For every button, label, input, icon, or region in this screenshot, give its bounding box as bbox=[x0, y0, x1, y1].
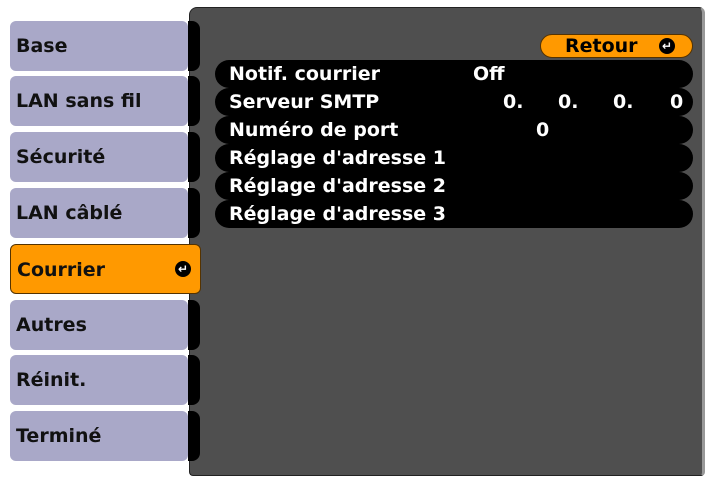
nav-tab bbox=[188, 132, 200, 182]
nav-tab bbox=[188, 355, 200, 405]
ip-octet: 0. bbox=[503, 91, 524, 113]
sidebar-item-label: Courrier bbox=[17, 259, 106, 281]
nav-tab bbox=[188, 300, 200, 350]
row-notif-courrier[interactable]: Notif. courrier Off bbox=[215, 60, 693, 88]
enter-icon: ↵ bbox=[659, 38, 675, 54]
row-label: Notif. courrier bbox=[229, 63, 380, 85]
nav-tab bbox=[188, 411, 200, 461]
enter-icon: ↵ bbox=[175, 261, 191, 277]
sidebar-item-reinit[interactable]: Réinit. bbox=[10, 355, 188, 405]
row-value: Off bbox=[473, 63, 505, 85]
row-label: Réglage d'adresse 1 bbox=[229, 147, 446, 169]
ip-octet: 0 bbox=[670, 91, 684, 113]
sidebar-item-autres[interactable]: Autres bbox=[10, 300, 188, 350]
ip-octet: 0. bbox=[613, 91, 634, 113]
nav-tab bbox=[188, 21, 200, 71]
row-label: Réglage d'adresse 3 bbox=[229, 203, 446, 225]
nav-tab bbox=[188, 188, 200, 238]
row-label: Numéro de port bbox=[229, 119, 399, 141]
row-label: Réglage d'adresse 2 bbox=[229, 175, 446, 197]
row-adresse-2[interactable]: Réglage d'adresse 2 bbox=[215, 172, 693, 200]
sidebar-item-base[interactable]: Base bbox=[10, 21, 188, 71]
sidebar-item-lan-sans-fil[interactable]: LAN sans fil bbox=[10, 76, 188, 126]
row-numero-port[interactable]: Numéro de port 0 bbox=[215, 116, 693, 144]
row-adresse-3[interactable]: Réglage d'adresse 3 bbox=[215, 200, 693, 228]
sidebar-item-courrier[interactable]: Courrier ↵ bbox=[10, 244, 201, 294]
sidebar-item-lan-cable[interactable]: LAN câblé bbox=[10, 188, 188, 238]
row-value: 0 bbox=[536, 119, 550, 141]
nav-tab bbox=[188, 76, 200, 126]
row-serveur-smtp[interactable]: Serveur SMTP 0. 0. 0. 0 bbox=[215, 88, 693, 116]
back-label: Retour bbox=[565, 35, 638, 57]
row-adresse-1[interactable]: Réglage d'adresse 1 bbox=[215, 144, 693, 172]
sidebar-item-securite[interactable]: Sécurité bbox=[10, 132, 188, 182]
row-label: Serveur SMTP bbox=[229, 91, 380, 113]
ip-octet: 0. bbox=[558, 91, 579, 113]
sidebar-item-termine[interactable]: Terminé bbox=[10, 411, 188, 461]
back-button[interactable]: Retour ↵ bbox=[540, 34, 693, 58]
